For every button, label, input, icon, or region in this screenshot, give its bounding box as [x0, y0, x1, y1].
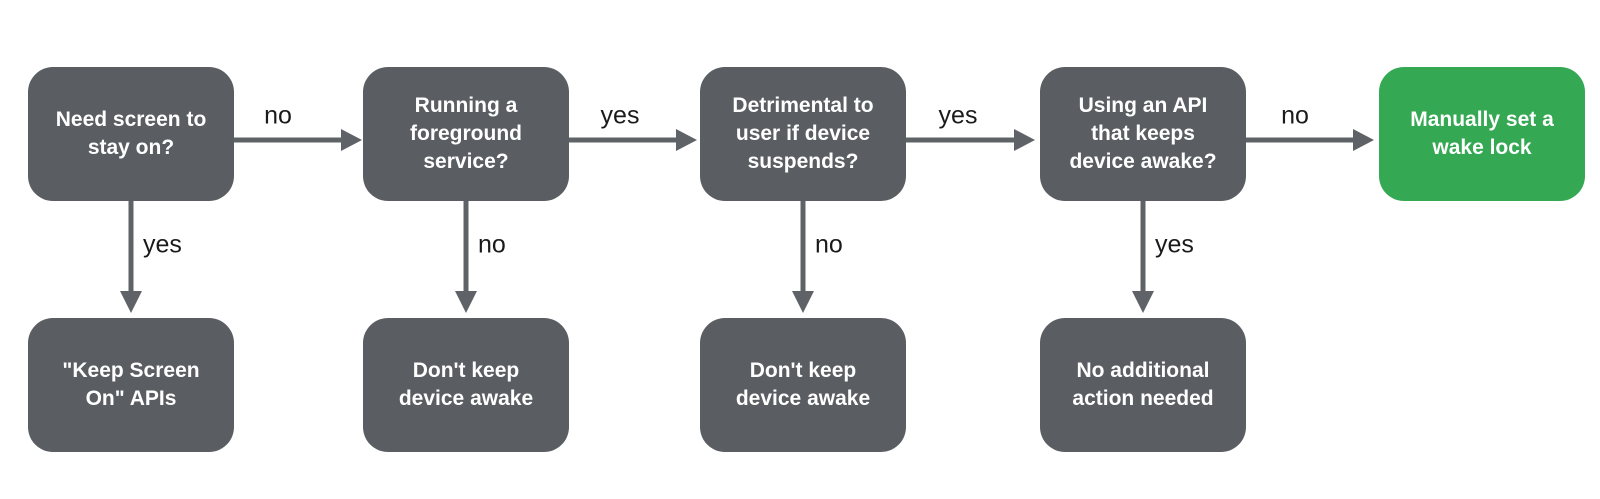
edge-label-down-2: no	[478, 230, 506, 259]
edge-label-down-3: no	[815, 230, 843, 259]
edge-label-right-1: no	[264, 101, 292, 130]
arrow-right-1	[234, 129, 362, 151]
arrow-down-4	[1132, 201, 1154, 313]
arrow-right-2	[569, 129, 697, 151]
edge-label-right-2: yes	[600, 101, 640, 130]
node-dont-keep-device-awake-1: Don't keep device awake	[363, 318, 569, 452]
arrow-down-3	[792, 201, 814, 313]
node-detrimental-if-device-suspends: Detrimental to user if device suspends?	[700, 67, 906, 201]
edge-label-right-4: no	[1281, 101, 1309, 130]
node-manually-set-wake-lock: Manually set a wake lock	[1379, 67, 1585, 201]
arrow-right-3	[906, 129, 1035, 151]
arrow-down-1	[120, 201, 142, 313]
edge-label-down-1: yes	[143, 230, 182, 259]
node-dont-keep-device-awake-2: Don't keep device awake	[700, 318, 906, 452]
node-need-screen-to-stay-on: Need screen to stay on?	[28, 67, 234, 201]
node-keep-screen-on-apis: "Keep Screen On" APIs	[28, 318, 234, 452]
arrow-right-4	[1246, 129, 1374, 151]
edge-label-down-4: yes	[1155, 230, 1194, 259]
node-using-api-that-keeps-awake: Using an API that keeps device awake?	[1040, 67, 1246, 201]
node-running-foreground-service: Running a foreground service?	[363, 67, 569, 201]
arrow-down-2	[455, 201, 477, 313]
edge-label-right-3: yes	[938, 101, 978, 130]
node-no-additional-action-needed: No additional action needed	[1040, 318, 1246, 452]
